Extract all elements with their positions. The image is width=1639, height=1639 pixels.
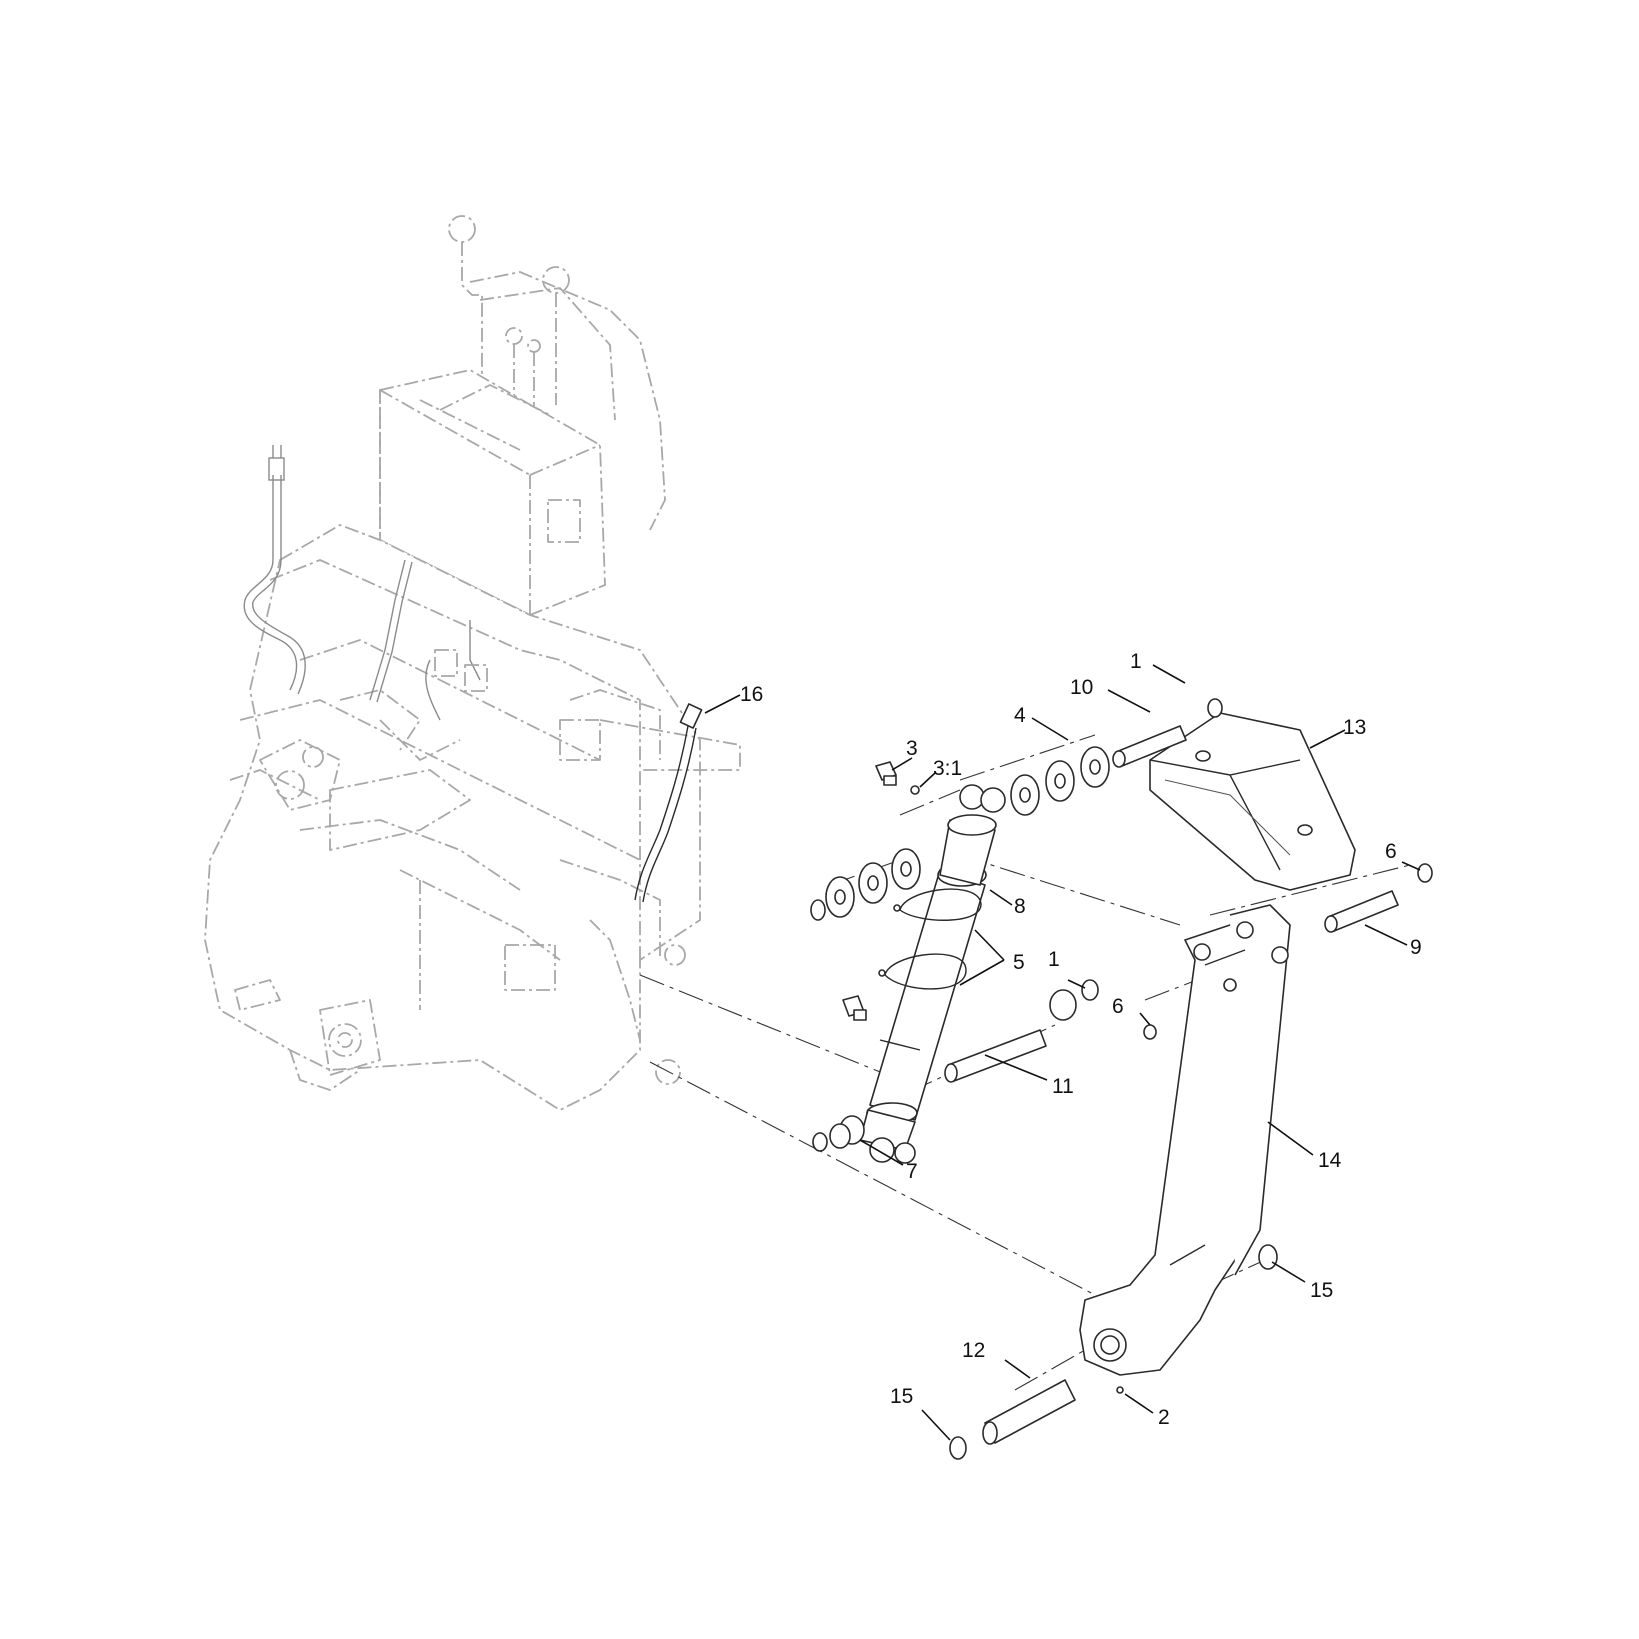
- callout-10: 10: [1070, 676, 1093, 699]
- washers-lower: [810, 848, 921, 921]
- leader-lines: [704, 664, 1421, 1441]
- hose-clamps: [878, 888, 982, 990]
- hydraulic-cylinder: [859, 784, 1006, 1164]
- hydraulic-hose: [634, 703, 703, 903]
- boom-arm: [1079, 904, 1291, 1376]
- callout-3: 3: [906, 737, 918, 760]
- callout-15-left: 15: [890, 1385, 913, 1408]
- callout-12: 12: [962, 1339, 985, 1362]
- pin-9: [1324, 863, 1433, 933]
- callout-14: 14: [1318, 1149, 1342, 1172]
- callout-9: 9: [1410, 936, 1422, 959]
- callout-1-lower: 1: [1048, 948, 1060, 971]
- pin-12: [949, 1244, 1278, 1460]
- callout-8: 8: [1014, 895, 1026, 918]
- washers-upper: [1010, 746, 1110, 816]
- bracket-plate: [1149, 712, 1356, 891]
- callout-4: 4: [1014, 704, 1026, 727]
- pin-11: [944, 979, 1157, 1083]
- callout-6-upper: 6: [1385, 840, 1397, 863]
- callout-2: 2: [1158, 1406, 1170, 1429]
- callout-5: 5: [1013, 951, 1025, 974]
- pin-10: [1112, 698, 1223, 768]
- callout-6-lower: 6: [1112, 995, 1124, 1018]
- callout-11: 11: [1052, 1075, 1074, 1098]
- callout-7: 7: [906, 1160, 918, 1183]
- callout-16: 16: [740, 683, 763, 706]
- fittings: [842, 761, 920, 1021]
- callout-13: 13: [1343, 716, 1366, 739]
- bushing-7: [812, 1115, 865, 1152]
- callout-labels: 1 10 4 13 3 3:1 16 6 8 9 5 1 6 11 14 7 1…: [740, 650, 1422, 1429]
- callout-1-upper: 1: [1130, 650, 1142, 673]
- callout-3-1: 3:1: [933, 757, 962, 780]
- ghost-machine-frame: [204, 215, 741, 1112]
- callout-15-right: 15: [1310, 1279, 1333, 1302]
